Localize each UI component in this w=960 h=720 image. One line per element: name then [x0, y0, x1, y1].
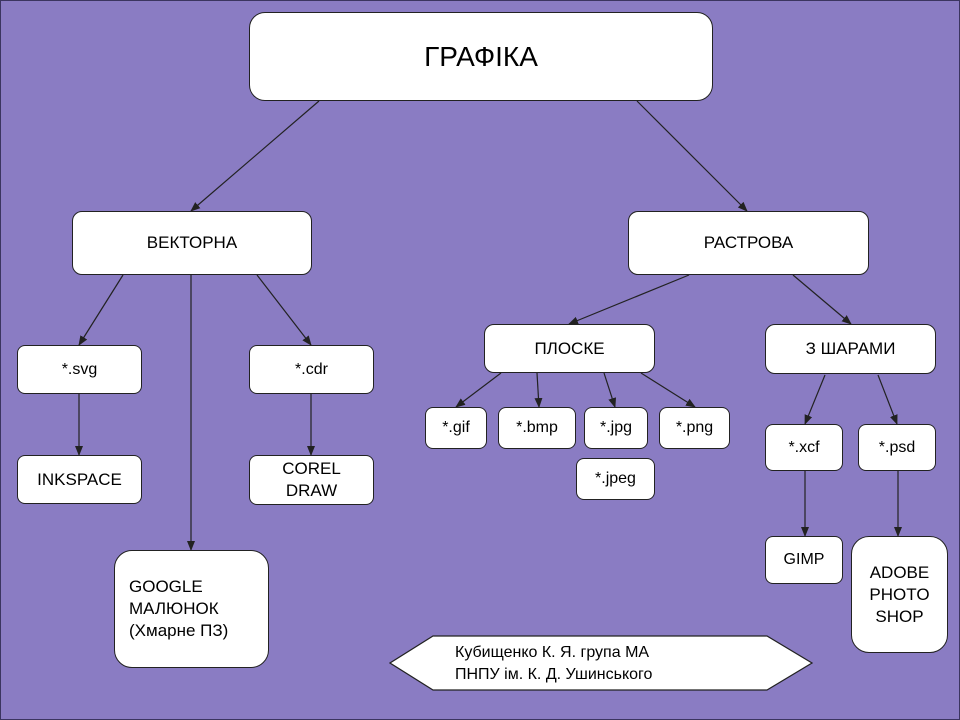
node-png: *.png: [659, 407, 730, 449]
node-flat: ПЛОСКЕ: [484, 324, 655, 373]
node-cdr: *.cdr: [249, 345, 374, 394]
credit-hexagon-shape: [389, 635, 813, 691]
node-graphics: ГРАФІКА: [249, 12, 713, 101]
node-jpeg: *.jpeg: [576, 458, 655, 500]
arrow-flat-png: [640, 372, 696, 408]
arrow-vector-cdr: [256, 274, 312, 346]
arrow-raster-flat: [568, 274, 690, 325]
arrow-flat-bmp: [534, 372, 543, 408]
node-google-drawing: GOOGLE МАЛЮНОК (Хмарне ПЗ): [114, 550, 269, 668]
node-psd: *.psd: [858, 424, 936, 471]
arrow-layers-xcf: [804, 374, 826, 425]
node-jpg: *.jpg: [584, 407, 648, 449]
node-adobe-photoshop: ADOBE PHOTO SHOP: [851, 536, 948, 653]
arrow-root-raster: [636, 100, 748, 212]
node-corel-draw: COREL DRAW: [249, 455, 374, 505]
arrow-vector-svg: [78, 274, 124, 346]
author-credit-banner: Кубищенко К. Я. група МА ПНПУ ім. К. Д. …: [389, 635, 813, 691]
node-gimp: GIMP: [765, 536, 843, 584]
arrow-raster-layers: [792, 274, 852, 325]
node-raster: РАСТРОВА: [628, 211, 869, 275]
node-layers: З ШАРАМИ: [765, 324, 936, 374]
node-xcf: *.xcf: [765, 424, 843, 471]
node-svg: *.svg: [17, 345, 142, 394]
node-vector: ВЕКТОРНА: [72, 211, 312, 275]
node-bmp: *.bmp: [498, 407, 576, 449]
node-gif: *.gif: [425, 407, 487, 449]
arrow-flat-jpg: [603, 372, 617, 408]
credit-author: Кубищенко К. Я. група МА: [455, 644, 650, 661]
arrow-flat-gif: [455, 372, 502, 408]
node-inkspace: INKSPACE: [17, 455, 142, 504]
credit-text: Кубищенко К. Я. група МА ПНПУ ім. К. Д. …: [455, 642, 652, 686]
arrow-root-vector: [190, 100, 320, 212]
credit-university: ПНПУ ім. К. Д. Ушинського: [455, 666, 653, 683]
arrow-layers-psd: [877, 374, 898, 425]
